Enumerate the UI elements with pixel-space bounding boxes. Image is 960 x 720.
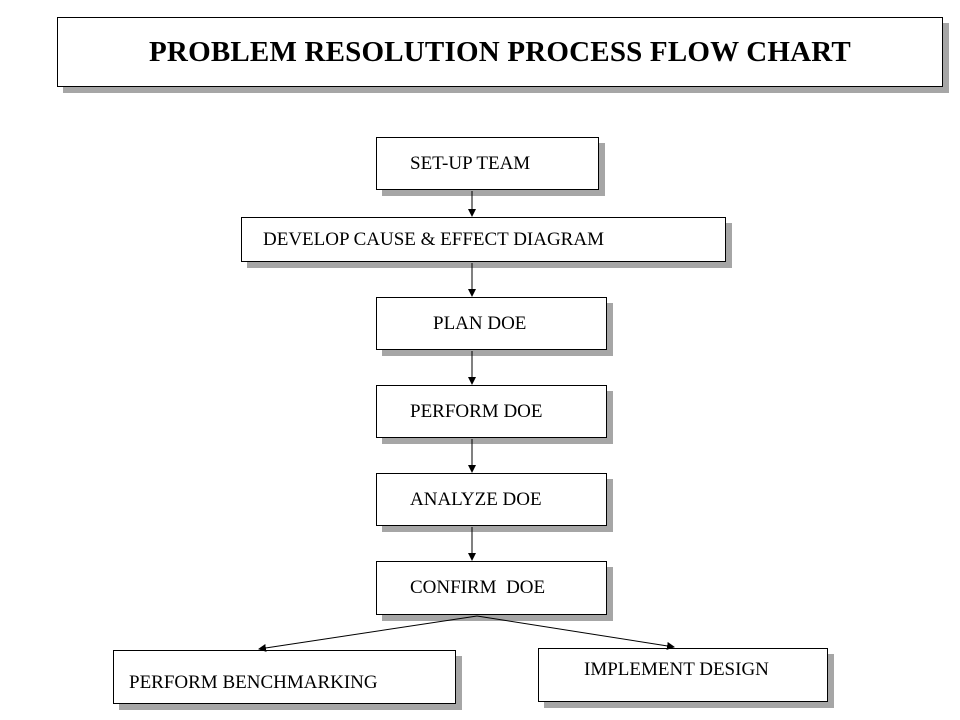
step-label: PLAN DOE — [433, 312, 527, 334]
step-label: PERFORM DOE — [410, 400, 543, 422]
flowchart-title: PROBLEM RESOLUTION PROCESS FLOW CHART — [149, 35, 851, 68]
title-box: PROBLEM RESOLUTION PROCESS FLOW CHART — [57, 17, 943, 87]
arrow-confirm-to-implement — [476, 615, 675, 650]
step-perform-benchmarking: PERFORM BENCHMARKING — [113, 650, 456, 704]
step-label: PERFORM BENCHMARKING — [129, 672, 378, 693]
step-label: CONFIRM DOE — [410, 577, 546, 598]
step-implement-design: IMPLEMENT DESIGN — [538, 648, 828, 702]
step-plan-doe: PLAN DOE — [376, 297, 607, 350]
step-setup-team: SET-UP TEAM — [376, 137, 599, 190]
step-perform-doe: PERFORM DOE — [376, 385, 607, 438]
step-label: IMPLEMENT DESIGN — [584, 659, 769, 680]
step-label: ANALYZE DOE — [410, 488, 542, 510]
arrow-confirm-to-benchmarking — [258, 615, 478, 652]
step-label: DEVELOP CAUSE & EFFECT DIAGRAM — [263, 228, 604, 250]
step-label: SET-UP TEAM — [410, 152, 531, 174]
step-develop-cause-effect: DEVELOP CAUSE & EFFECT DIAGRAM — [241, 217, 726, 262]
step-confirm-doe: CONFIRM DOE — [376, 561, 607, 615]
step-analyze-doe: ANALYZE DOE — [376, 473, 607, 526]
